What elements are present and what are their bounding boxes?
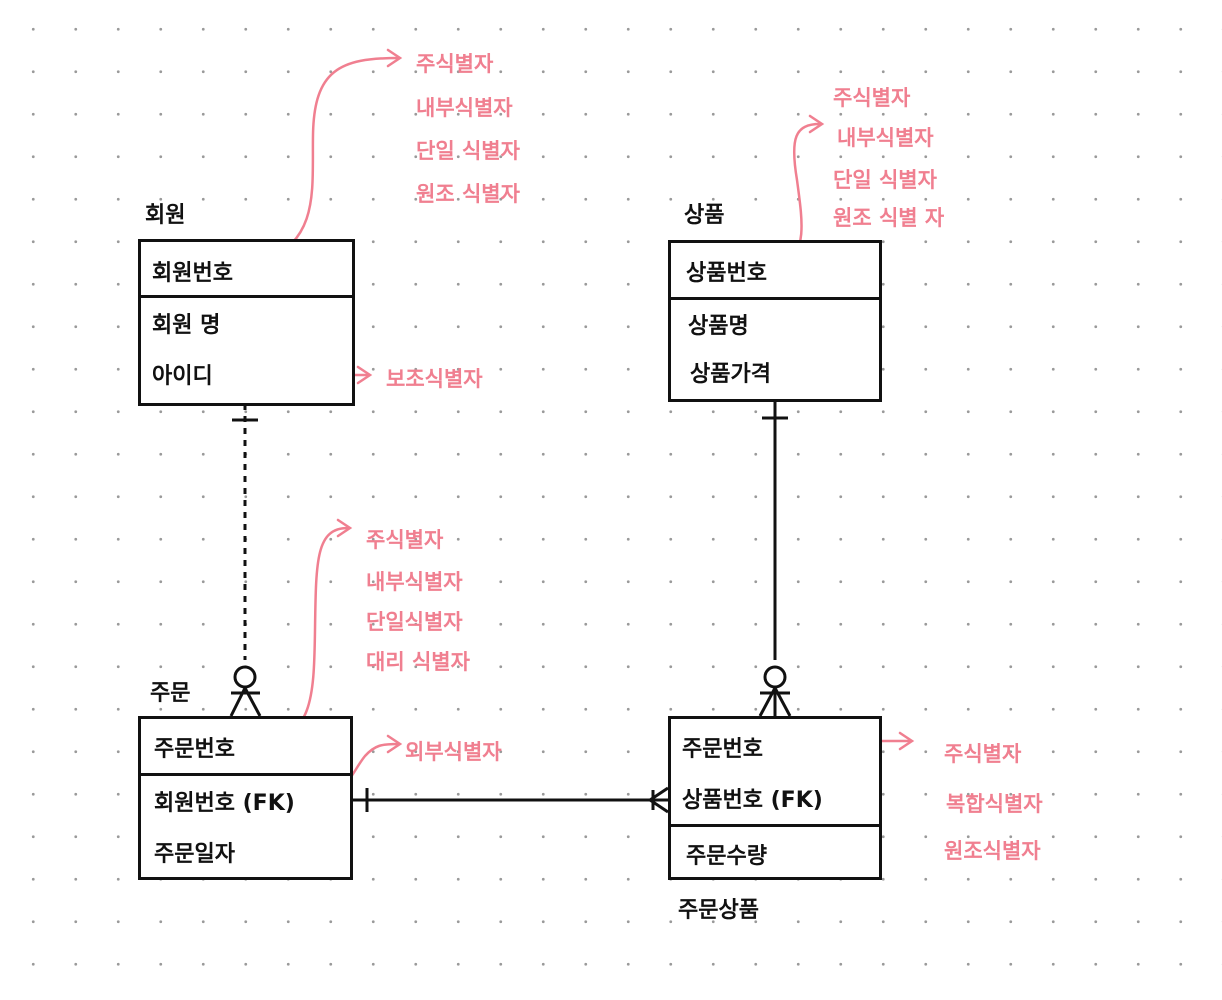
orderproduct-pk-note-3: 원조식별자 (944, 839, 1041, 863)
product-orderproduct-relationship (758, 402, 792, 717)
orderproduct-pk-note-2: 복합식별자 (946, 792, 1043, 816)
order-entity-box (138, 716, 353, 880)
orderproduct-entity-box (668, 716, 882, 880)
product-pk-section (671, 243, 879, 300)
order-date-field: 주문일자 (154, 842, 235, 867)
product-name-field: 상품명 (688, 314, 749, 339)
crow-foot-top-orderproduct (649, 786, 669, 802)
order-product-pk-arrowhead (898, 731, 915, 751)
member-pk-note-2: 내부식별자 (416, 96, 513, 120)
member-pk-note-1: 주식별자 (416, 52, 494, 76)
order-pk-arrow (258, 526, 350, 744)
order-pk-arrowhead (336, 518, 353, 538)
zero-circle-order (233, 665, 257, 689)
member-entity-title: 회원 (145, 203, 186, 228)
member-order-relationship (229, 404, 262, 717)
orderproduct-pk-field-2: 상품번호 (FK) (682, 788, 823, 813)
crow-foot-right-orderproduct (773, 687, 792, 717)
product-entity-box (668, 240, 882, 402)
product-pk-note-1: 주식별자 (833, 86, 911, 110)
crow-foot-left-order (229, 687, 247, 717)
product-entity-title: 상품 (684, 203, 725, 228)
order-fk-field: 회원번호 (FK) (154, 791, 295, 816)
order-pk-field: 주문번호 (154, 737, 235, 762)
member-id-field: 아이디 (152, 364, 213, 389)
member-pk-note-4: 원조 식별자 (416, 182, 520, 206)
order-orderproduct-relationship (352, 786, 669, 814)
order-entity-title: 주문 (150, 681, 191, 706)
orderproduct-qty-field: 주문수량 (686, 844, 767, 869)
member-id-arrowhead (356, 365, 373, 385)
order-fk-arrowhead (386, 734, 403, 754)
member-pk-arrowhead (386, 48, 403, 68)
product-pk-note-4: 원조 식별 자 (833, 206, 945, 230)
orderproduct-pk-note-1: 주식별자 (944, 742, 1022, 766)
member-pk-arrow (260, 56, 400, 264)
orderproduct-entity-title: 주문상품 (678, 898, 759, 923)
order-pk-section (141, 719, 350, 776)
product-pk-arrowhead (808, 114, 825, 134)
orderproduct-pk-field-1: 주문번호 (682, 737, 763, 762)
order-pk-note-4: 대리 식별자 (366, 650, 470, 674)
crow-foot-left-orderproduct (758, 687, 777, 717)
product-pk-note-3: 단일 식별자 (833, 168, 937, 192)
member-pk-field: 회원번호 (152, 261, 233, 286)
crow-foot-right-order (243, 687, 262, 717)
member-pk-section (141, 242, 352, 298)
order-pk-note-1: 주식별자 (366, 528, 444, 552)
order-pk-note-3: 단일식별자 (366, 610, 463, 634)
order-pk-note-2: 내부식별자 (366, 570, 463, 594)
member-name-field: 회원 명 (152, 313, 221, 338)
annotation-arrows (258, 48, 915, 800)
member-entity-box (138, 239, 355, 406)
member-id-note: 보조식별자 (386, 367, 483, 391)
product-pk-note-2: 내부식별자 (837, 126, 934, 150)
order-fk-note: 외부식별자 (405, 740, 502, 764)
product-pk-field: 상품번호 (686, 261, 767, 286)
product-price-field: 상품가격 (690, 362, 771, 387)
orderproduct-pk-section (671, 719, 879, 827)
member-pk-note-3: 단일 식별자 (416, 139, 520, 163)
zero-circle-orderproduct (763, 665, 787, 689)
crow-foot-bottom-orderproduct (649, 798, 669, 814)
